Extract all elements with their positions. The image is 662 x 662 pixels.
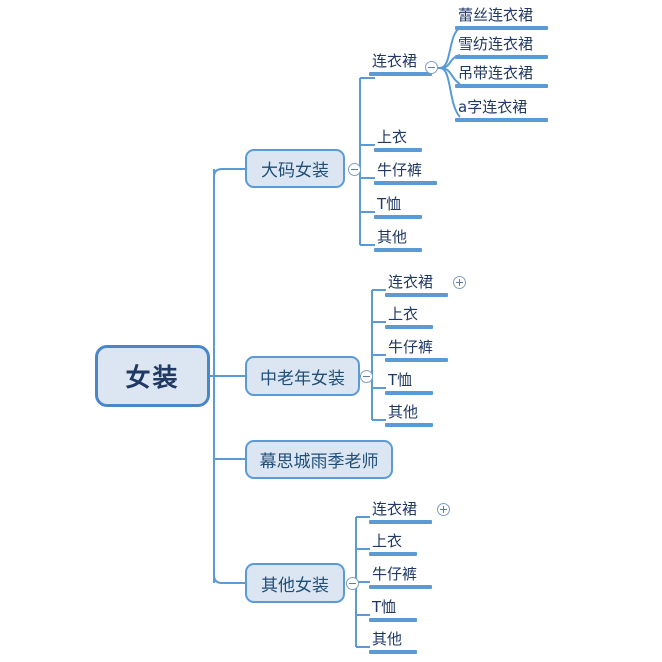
branch-node-mu-si-cheng-yu-ji-lao-shi[interactable]: 幕思城雨季老师 [245,440,393,479]
leaf-a-zi-lian-yi-qun[interactable]: a字连衣裙 [455,98,548,122]
expand-toggle-lian-yi-qun-3[interactable] [437,503,450,516]
leaf-shang-yi-1[interactable]: 上衣 [374,128,422,152]
branch-node-label: 其他女装 [261,575,329,596]
leaf-lian-yi-qun-3[interactable]: 连衣裙 [369,500,432,524]
leaf-label: 连衣裙 [372,52,418,70]
leaf-diao-dai-lian-yi-qun[interactable]: 吊带连衣裙 [455,64,548,88]
leaf-underline [385,423,433,427]
leaf-lei-si-lian-yi-qun[interactable]: 蕾丝连衣裙 [455,6,548,30]
leaf-underline [369,585,432,589]
leaf-qi-ta-2[interactable]: 其他 [385,403,433,427]
leaf-label: T恤 [372,598,397,616]
leaf-underline [385,391,433,395]
leaf-label: 蕾丝连衣裙 [458,6,534,24]
leaf-shang-yi-2[interactable]: 上衣 [385,305,433,329]
leaf-underline [385,358,448,362]
leaf-underline [369,618,417,622]
branch-node-zhong-lao-nian-nv-zhuang[interactable]: 中老年女装 [245,356,360,396]
leaf-label: a字连衣裙 [458,98,528,116]
leaf-niu-zai-ku-2[interactable]: 牛仔裤 [385,338,448,362]
leaf-underline [455,55,548,59]
branch-node-qi-ta-nv-zhuang[interactable]: 其他女装 [245,563,345,603]
leaf-label: 牛仔裤 [377,161,423,179]
collapse-toggle-qi-ta-nv-zhuang[interactable] [346,577,359,590]
branch-node-label: 幕思城雨季老师 [259,452,379,472]
leaf-underline [385,325,433,329]
leaf-underline [369,520,432,524]
leaf-label: 雪纺连衣裙 [458,35,534,53]
expand-toggle-lian-yi-qun-2[interactable] [453,276,466,289]
leaf-lian-yi-qun-2[interactable]: 连衣裙 [385,273,448,297]
leaf-niu-zai-ku-1[interactable]: 牛仔裤 [374,161,437,185]
collapse-toggle-da-ma-nv-zhuang[interactable] [348,163,361,176]
branch-node-label: 中老年女装 [260,368,345,389]
leaf-label: 上衣 [388,305,419,323]
leaf-lian-yi-qun-1[interactable]: 连衣裙 [369,52,432,76]
leaf-xue-fang-lian-yi-qun[interactable]: 雪纺连衣裙 [455,35,548,59]
collapse-toggle-zhong-lao-nian-nv-zhuang[interactable] [360,370,373,383]
leaf-niu-zai-ku-3[interactable]: 牛仔裤 [369,565,432,589]
leaf-shang-yi-3[interactable]: 上衣 [369,532,417,556]
leaf-underline [374,181,437,185]
leaf-qi-ta-3[interactable]: 其他 [369,630,417,654]
leaf-label: 其他 [372,630,403,648]
leaf-underline [374,148,422,152]
leaf-underline [369,650,417,654]
branch-node-label: 大码女装 [261,161,329,181]
leaf-label: 连衣裙 [372,500,418,518]
leaf-label: 其他 [377,228,408,246]
leaf-underline [455,84,548,88]
leaf-label: 吊带连衣裙 [458,64,534,82]
leaf-t-xu-2[interactable]: T恤 [385,371,433,395]
branch-node-da-ma-nv-zhuang[interactable]: 大码女装 [245,149,345,188]
leaf-label: T恤 [388,371,413,389]
leaf-qi-ta-1[interactable]: 其他 [374,228,422,252]
leaf-t-xu-3[interactable]: T恤 [369,598,417,622]
leaf-label: 连衣裙 [388,273,434,291]
leaf-underline [369,552,417,556]
leaf-label: 牛仔裤 [388,338,434,356]
root-node-label: 女装 [125,363,180,392]
leaf-underline [455,26,548,30]
leaf-label: 牛仔裤 [372,565,418,583]
leaf-underline [374,215,422,219]
leaf-t-xu-1[interactable]: T恤 [374,195,422,219]
root-node[interactable]: 女装 [95,345,210,407]
leaf-underline [455,118,548,122]
leaf-label: T恤 [377,195,402,213]
leaf-label: 其他 [388,403,419,421]
leaf-underline [385,293,448,297]
leaf-underline [374,248,422,252]
collapse-toggle-lian-yi-qun-1[interactable] [425,61,438,74]
leaf-underline [369,72,432,76]
leaf-label: 上衣 [372,532,403,550]
leaf-label: 上衣 [377,128,408,146]
